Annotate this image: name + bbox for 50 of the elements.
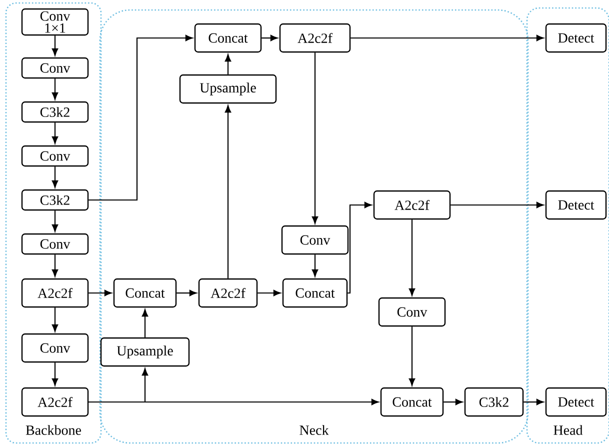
process-box: Detect [545, 23, 607, 53]
process-box: Conv [21, 145, 89, 167]
arrow [524, 398, 544, 406]
process-box: C3k2 [21, 189, 89, 211]
arrow [312, 52, 318, 224]
arrow [312, 254, 318, 277]
arrow [262, 34, 278, 42]
arrow [52, 78, 58, 100]
process-box: A2c2f [198, 278, 258, 308]
process-box: A2c2f [279, 23, 351, 53]
arrow [450, 202, 544, 208]
arrow [408, 326, 416, 386]
arrow [52, 210, 58, 232]
arrow [88, 290, 112, 296]
process-box: Upsample [100, 337, 190, 367]
process-box: Concat [380, 387, 444, 417]
arrow [142, 309, 148, 338]
arrow [52, 254, 58, 277]
process-box: A2c2f [373, 190, 451, 220]
arrow [176, 290, 197, 296]
process-box: Concat [113, 278, 177, 308]
arrow [52, 122, 58, 144]
process-box: Conv [281, 225, 349, 255]
process-box: Detect [545, 190, 607, 220]
arrow [52, 362, 58, 386]
arrow [408, 220, 416, 296]
process-box: C3k2 [464, 387, 524, 417]
process-box: Detect [545, 387, 607, 417]
process-box: Concat [282, 278, 348, 308]
arrow [88, 34, 193, 201]
process-box: Conv 1×1 [21, 8, 89, 36]
arrow [88, 398, 379, 406]
process-box: Conv [378, 297, 446, 327]
arrow [350, 34, 544, 42]
process-box: Upsample [179, 74, 277, 104]
arrow [52, 36, 58, 56]
arrow [52, 166, 58, 188]
arrow [444, 398, 463, 406]
arrow [52, 308, 58, 332]
arrow [348, 202, 372, 294]
process-box: A2c2f [21, 387, 89, 417]
process-box: Conv [21, 57, 89, 79]
process-box: Conv [21, 233, 89, 255]
arrow [258, 290, 281, 296]
process-box: C3k2 [21, 101, 89, 123]
process-box: A2c2f [21, 278, 89, 308]
process-box: Concat [194, 23, 262, 53]
arrow [224, 105, 232, 278]
process-box: Conv [21, 333, 89, 363]
arrow [224, 54, 232, 74]
